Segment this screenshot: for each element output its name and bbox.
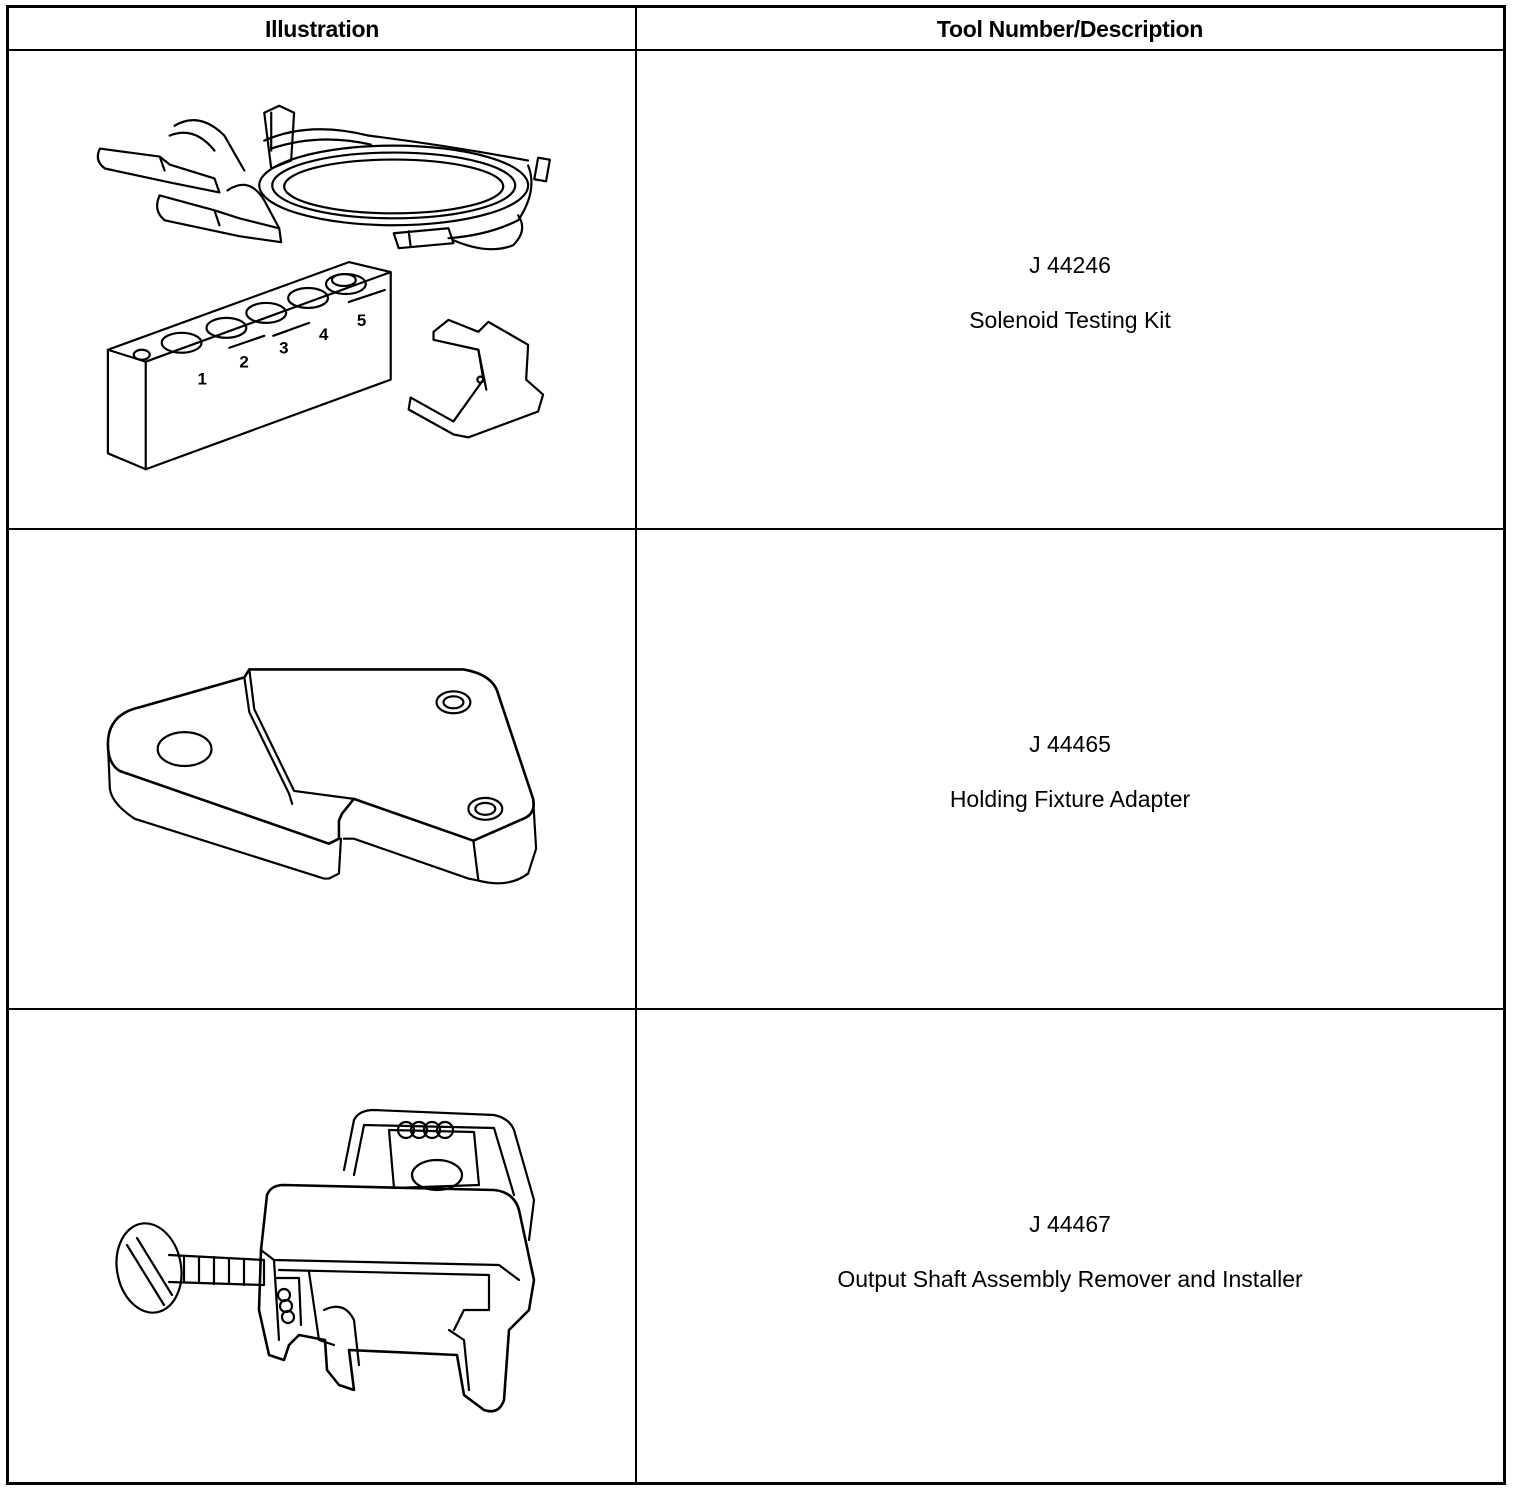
table-row: J 44467 Output Shaft Assembly Remover an… bbox=[9, 1010, 1503, 1482]
block-label-5: 5 bbox=[357, 311, 366, 330]
tool-description-cell: J 44467 Output Shaft Assembly Remover an… bbox=[637, 1010, 1503, 1482]
illustration-cell bbox=[9, 1010, 637, 1482]
table-row: J 44465 Holding Fixture Adapter bbox=[9, 530, 1503, 1010]
illustration-cell: 1 2 3 4 5 bbox=[9, 51, 637, 528]
block-label-1: 1 bbox=[198, 370, 207, 389]
block-label-2: 2 bbox=[239, 353, 248, 372]
tool-description: Solenoid Testing Kit bbox=[969, 307, 1171, 333]
solenoid-testing-kit-icon: 1 2 3 4 5 bbox=[96, 104, 551, 471]
tool-description: Holding Fixture Adapter bbox=[949, 786, 1191, 812]
tool-description-cell: J 44246 Solenoid Testing Kit bbox=[637, 51, 1503, 528]
tool-number: J 44246 bbox=[1029, 252, 1111, 278]
block-label-3: 3 bbox=[279, 339, 288, 358]
illustration-cell bbox=[9, 530, 637, 1008]
tool-number: J 44467 bbox=[1029, 1211, 1111, 1237]
tool-description-cell: J 44465 Holding Fixture Adapter bbox=[637, 530, 1503, 1008]
table-row: 1 2 3 4 5 J 44246 Solenoid Testing Kit bbox=[9, 51, 1503, 530]
block-label-4: 4 bbox=[319, 325, 329, 344]
table-header-row: Illustration Tool Number/Description bbox=[9, 8, 1503, 51]
holding-fixture-adapter-icon bbox=[106, 668, 538, 885]
output-shaft-remover-installer-icon bbox=[115, 1108, 536, 1413]
tool-number: J 44465 bbox=[1029, 731, 1111, 757]
header-illustration: Illustration bbox=[9, 8, 637, 49]
special-tools-table: Illustration Tool Number/Description bbox=[6, 5, 1506, 1485]
tool-description: Output Shaft Assembly Remover and Instal… bbox=[837, 1266, 1303, 1292]
header-tool-number-description: Tool Number/Description bbox=[936, 16, 1204, 42]
